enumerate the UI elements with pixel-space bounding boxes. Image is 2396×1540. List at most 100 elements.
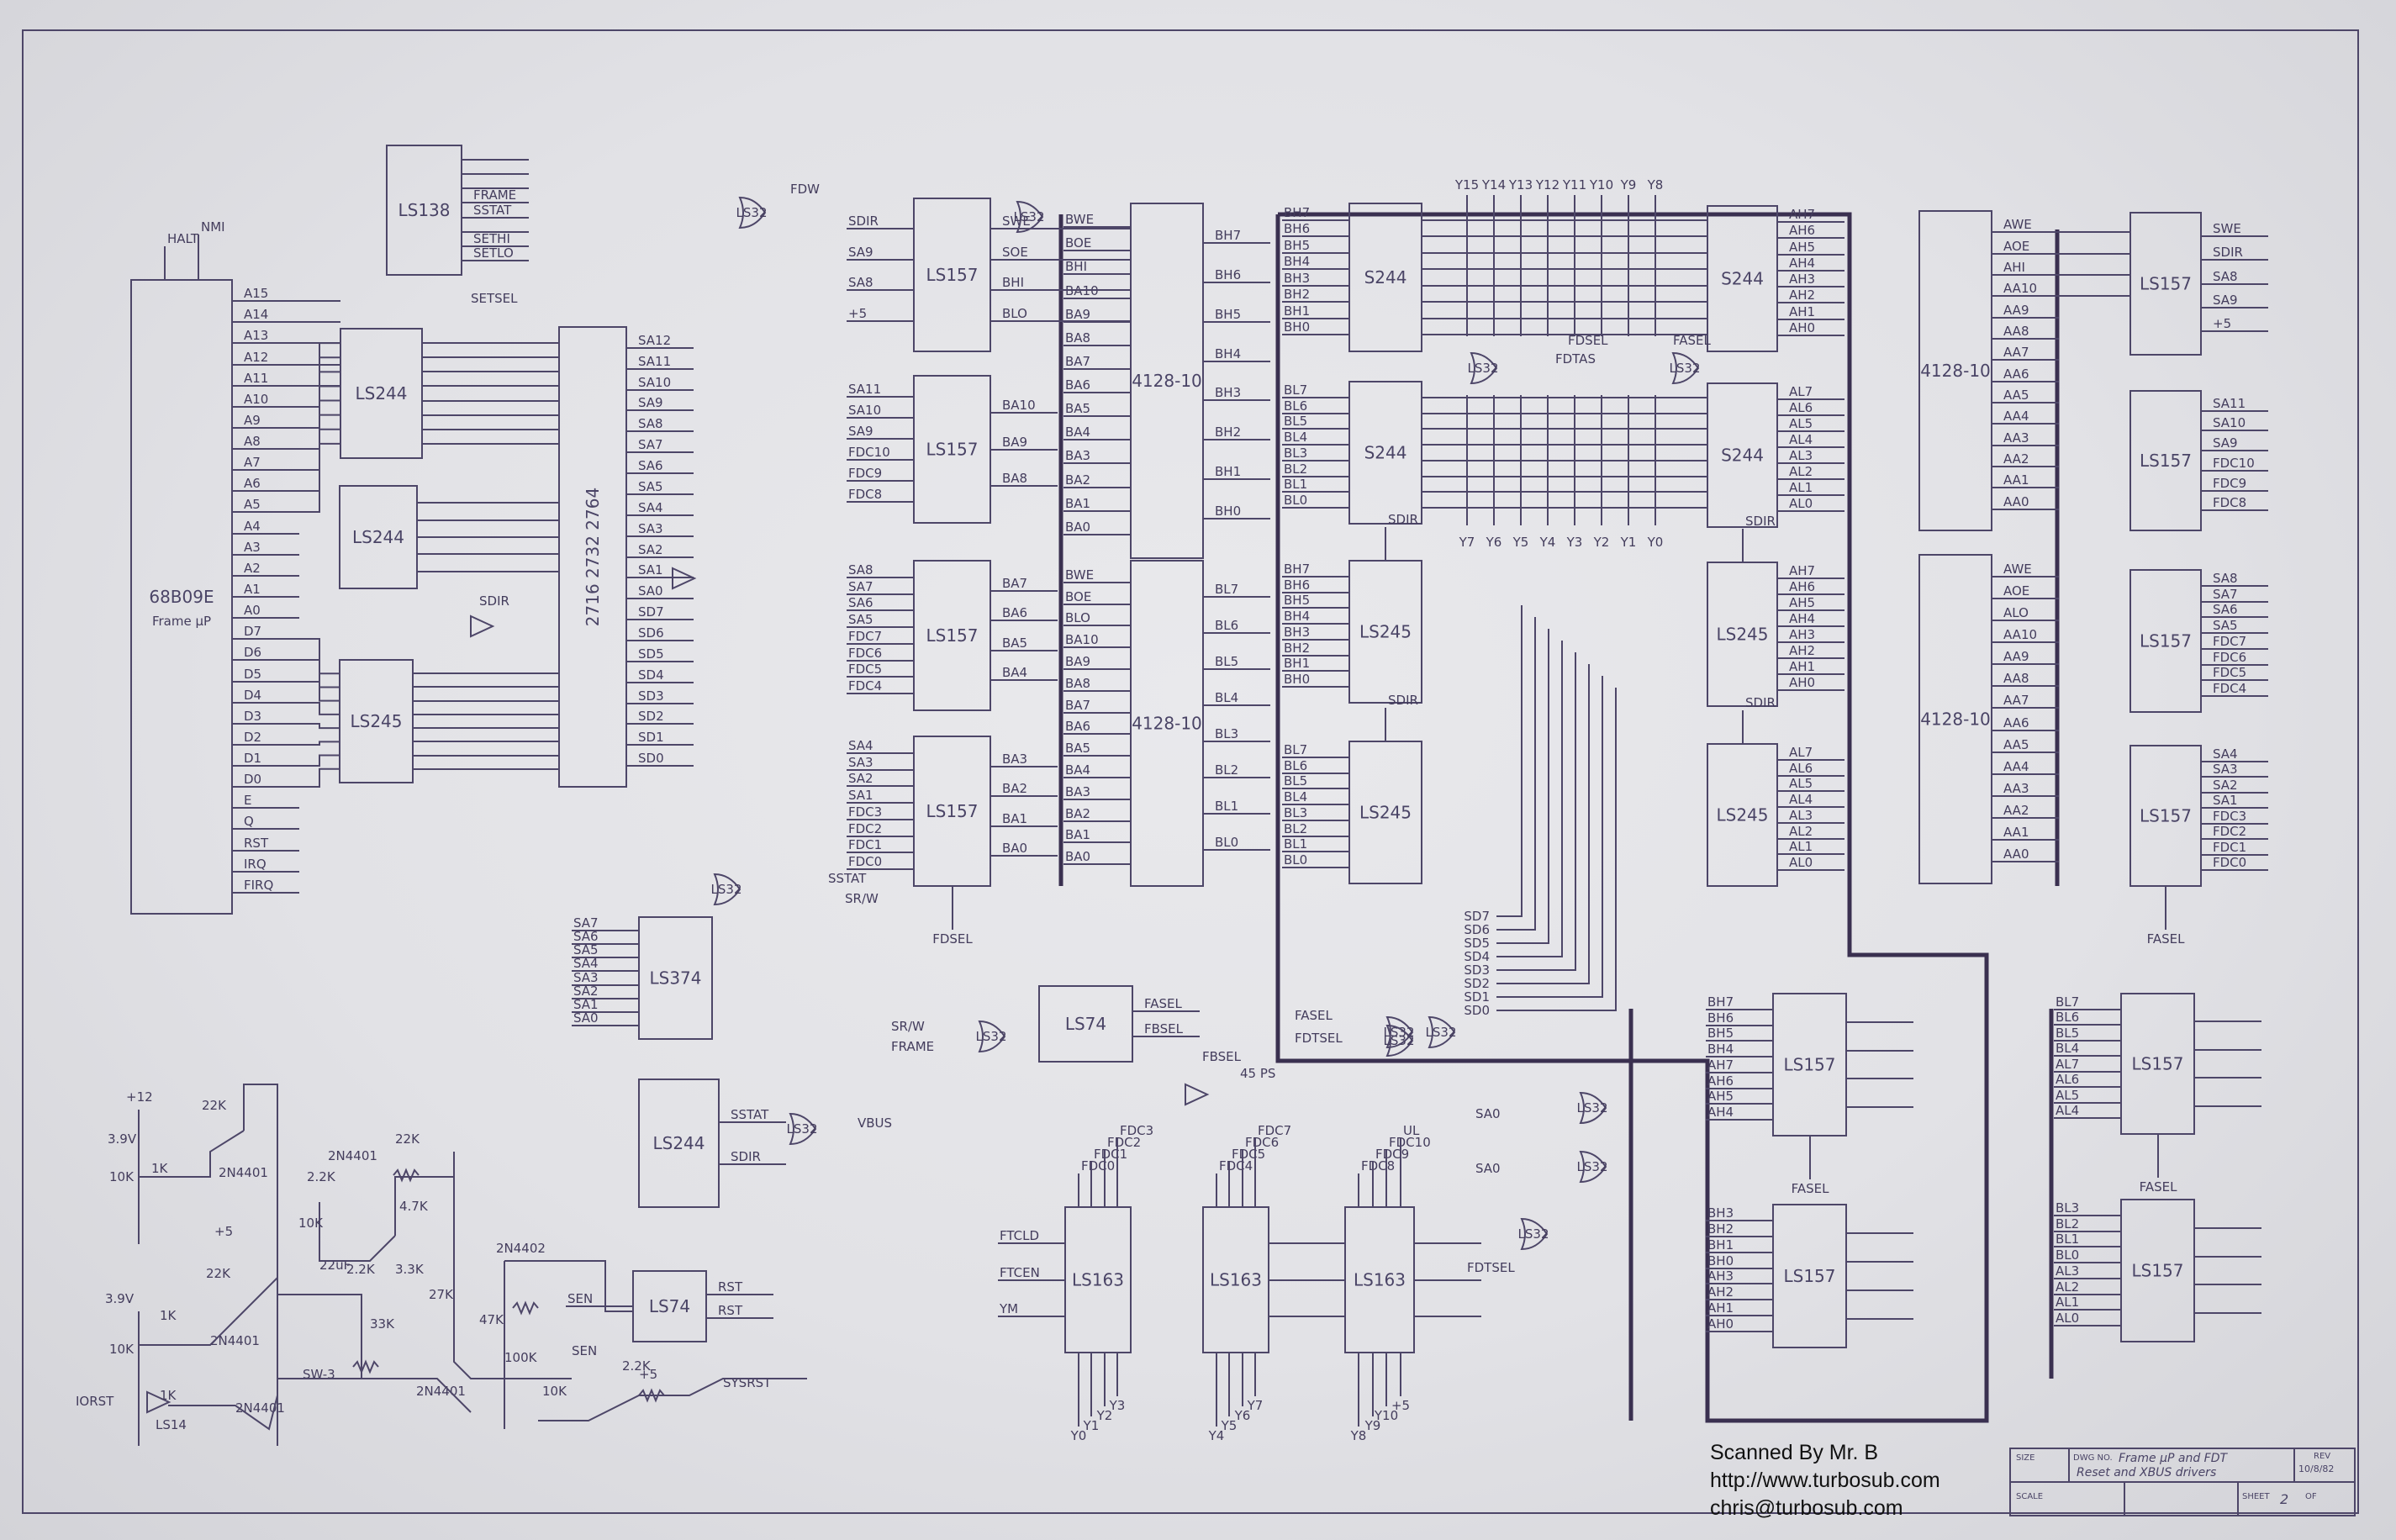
net-label: AL7 (1789, 745, 1813, 760)
chip-part-number: LS245 (1359, 803, 1412, 823)
sd-bus-label: SD0 (1464, 1003, 1490, 1018)
net-label: BL3 (1215, 726, 1238, 741)
net-label: A11 (244, 371, 268, 386)
net-label: SA5 (573, 942, 599, 957)
reset-part-label: 2.2K (346, 1262, 376, 1277)
net-label: A9 (244, 413, 261, 428)
chip-part-number: LS244 (652, 1133, 705, 1153)
net-label: FDSEL (932, 931, 973, 947)
or-gate-symbol (1428, 1015, 1456, 1049)
net-label: SDIR (1745, 514, 1776, 529)
net-label: FDC0 (1081, 1158, 1115, 1173)
net-label: FDC6 (1245, 1135, 1279, 1150)
net-label: SD0 (638, 751, 664, 766)
reset-part-label: 1K (160, 1388, 177, 1403)
net-label: BA9 (1065, 654, 1090, 669)
net-label: SA8 (2213, 269, 2238, 284)
or-gate: LS32 (1577, 1091, 1607, 1125)
sd-bus-label: SD1 (1464, 989, 1490, 1005)
net-label: SSTAT (473, 203, 512, 218)
reset-circuit-wire (235, 1277, 278, 1321)
net-label: YM (999, 1301, 1018, 1316)
reset-circuit-wire (453, 1152, 572, 1379)
net-label: AWE (2003, 562, 2032, 577)
gate-label: LS32 (1426, 1025, 1457, 1040)
net-label: NMI (201, 219, 225, 235)
net-label: SA0 (1475, 1161, 1501, 1176)
net-label: AL4 (2056, 1103, 2079, 1118)
net-label: BL3 (2056, 1200, 2079, 1216)
net-label: Q (244, 814, 254, 829)
net-label: SA9 (848, 245, 873, 260)
data-wire (299, 741, 340, 746)
net-label: BA5 (1065, 741, 1090, 756)
net-label: SD5 (638, 646, 664, 662)
net-label: FDC7 (2213, 634, 2246, 649)
resistor-symbol (352, 1359, 379, 1374)
net-label: BH6 (1707, 1010, 1734, 1026)
chip-body (1707, 382, 1778, 528)
net-label: Y4 (1208, 1428, 1225, 1443)
net-label: SA7 (638, 437, 663, 452)
sheet-label: SHEET (2242, 1492, 2270, 1501)
address-wire (299, 342, 340, 366)
net-label: BH6 (1284, 221, 1310, 236)
net-label: SA4 (848, 738, 873, 753)
net-label: FDC9 (2213, 476, 2246, 491)
net-label: BA8 (1065, 330, 1090, 345)
net-label: SA2 (638, 542, 663, 557)
net-label: BA4 (1065, 762, 1090, 778)
drawing-title-line1: Frame µP and FDT (2119, 1452, 2228, 1465)
buffer-symbol (470, 614, 495, 638)
credit-email-link[interactable]: chris@turbosub.com (1710, 1496, 1903, 1520)
net-label: BH0 (1284, 319, 1310, 335)
net-label: AH2 (1707, 1284, 1734, 1300)
net-label: FASEL (1295, 1008, 1333, 1023)
net-label: SETLO (473, 245, 514, 261)
net-label: BH1 (1215, 464, 1241, 479)
net-label: BL5 (1284, 773, 1307, 788)
net-label: FDC8 (2213, 495, 2246, 510)
credit-url-link[interactable]: http://www.turbosub.com (1710, 1469, 1940, 1492)
net-label: AH1 (1789, 659, 1815, 674)
net-label: AH7 (1789, 563, 1815, 578)
net-label: FDC8 (848, 487, 882, 502)
y-label-top: Y11 (1562, 177, 1586, 192)
net-label: D7 (244, 624, 261, 639)
net-label: AH6 (1789, 579, 1815, 594)
chip-part-number: LS157 (926, 440, 978, 460)
net-label: AH0 (1789, 675, 1815, 690)
net-label: FDC0 (848, 854, 882, 869)
reset-part-label: 10K (298, 1216, 324, 1231)
y-label-top: Y9 (1620, 177, 1637, 192)
or-gate: LS32 (787, 1112, 817, 1146)
net-label: BLO (1065, 610, 1090, 625)
net-label: AH3 (1707, 1268, 1734, 1284)
net-label: Y0 (1070, 1428, 1087, 1443)
net-label: Y5 (1221, 1418, 1238, 1433)
reset-part-label: 27K (429, 1287, 454, 1302)
net-label: FDC2 (1107, 1135, 1141, 1150)
data-wire (299, 681, 340, 702)
scan-credits: Scanned By Mr. B http://www.turbosub.com… (1710, 1439, 1940, 1522)
net-label: BLO (1002, 306, 1027, 321)
or-gate: LS32 (1384, 1024, 1414, 1057)
net-label: IRQ (244, 857, 267, 872)
net-label: SDIR (1745, 695, 1776, 710)
reset-part-label: 22K (206, 1266, 231, 1281)
net-label: SA7 (848, 579, 873, 594)
net-label: BL7 (1284, 382, 1307, 398)
net-label: AL2 (1789, 824, 1813, 839)
sd-bus-wire (1496, 676, 1603, 998)
net-label: AL3 (1789, 448, 1813, 463)
dwg-no-label: DWG NO. (2073, 1453, 2113, 1463)
chip-part-number: 2716 2732 2764 (583, 488, 603, 626)
net-label: SDIR (731, 1149, 761, 1164)
gate-label: LS32 (1518, 1226, 1549, 1242)
net-label: FDC7 (1258, 1123, 1291, 1138)
net-label: AL3 (1789, 808, 1813, 823)
net-label: A8 (244, 434, 261, 449)
